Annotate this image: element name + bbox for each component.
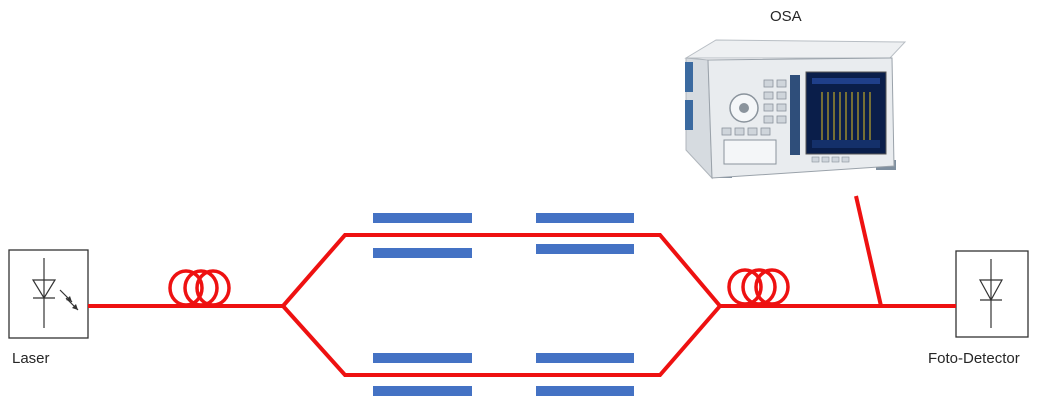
electrode-bottom-right-inner — [536, 353, 634, 363]
electrodes — [373, 213, 634, 396]
electrode-bottom-right-outer — [536, 386, 634, 396]
interferometer-lower-arm — [281, 304, 722, 377]
fiber-tap-to-osa — [854, 195, 883, 307]
laser-diode-icon — [8, 249, 89, 339]
fiber-coil-icon — [727, 268, 790, 306]
photodiode-icon — [955, 250, 1029, 338]
electrode-bottom-left-outer — [373, 386, 472, 396]
detector-label: Foto-Detector — [928, 350, 1020, 367]
optical-spectrum-analyzer-icon — [684, 39, 907, 180]
osa-label: OSA — [770, 8, 802, 25]
electrode-top-right-outer — [536, 213, 634, 223]
laser-label: Laser — [12, 350, 50, 367]
interferometer-upper-arm — [281, 233, 722, 308]
fiber-coil-icon — [168, 269, 231, 307]
electrode-bottom-left-inner — [373, 353, 472, 363]
electrode-top-right-inner — [536, 244, 634, 254]
electrode-top-left-outer — [373, 213, 472, 223]
electrode-top-left-inner — [373, 248, 472, 258]
